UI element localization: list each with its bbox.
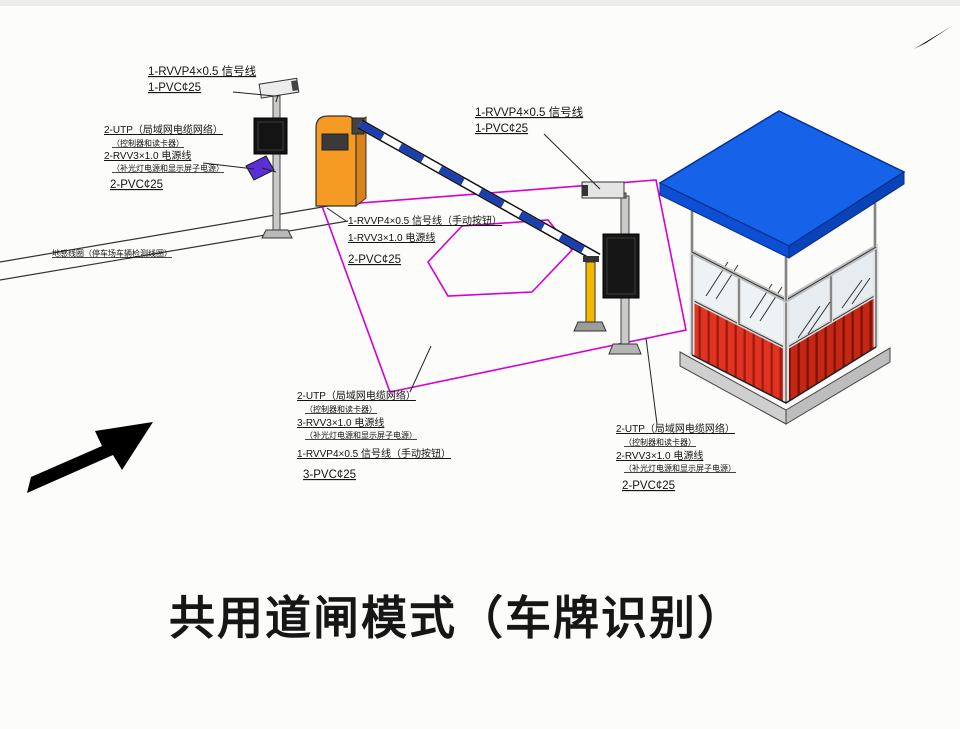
left-label-line1: 2-UTP（局域网电缆网络） — [104, 123, 223, 136]
booth-base — [679, 347, 891, 425]
label-left-cables: 2-UTP（局域网电缆网络） （控制器和读卡器） 2-RVV3×1.0 电源线 … — [104, 123, 224, 191]
cam1-label-line1: 1-RVVP4×0.5 信号线 — [148, 64, 257, 78]
left-label-line3: 2-RVV3×1.0 电源线 — [104, 149, 191, 162]
arm-rest-cap — [583, 256, 599, 262]
leader-lines — [202, 91, 658, 425]
booth-frame — [689, 203, 879, 404]
guard-booth — [658, 110, 906, 425]
leader-cam1 — [232, 91, 275, 97]
label-bottom-mid-cables: 2-UTP（局域网电缆网络） （控制器和读卡器） 3-RVV3×1.0 电源线 … — [297, 389, 451, 481]
road-line-upper — [0, 203, 341, 263]
bright-label-line1: 2-UTP（局域网电缆网络） — [616, 422, 735, 435]
mid-label-line3: 2-PVC¢25 — [348, 254, 401, 266]
booth-base-front-right — [785, 347, 891, 425]
label-bottom-right-cables: 2-UTP（局域网电缆网络） （控制器和读卡器） 2-RVV3×1.0 电源线 … — [616, 422, 736, 492]
direction-arrows — [27, 26, 952, 493]
led-display-2-inner — [606, 237, 636, 295]
label-camera2-cables: 1-RVVP4×0.5 信号线 1-PVC¢25 — [475, 105, 584, 135]
bmid-label-line4: （补光灯电源和显示屏子电源） — [305, 430, 417, 440]
bmid-label-line1: 2-UTP（局域网电缆网络） — [297, 389, 416, 402]
led-display-1-inner — [257, 121, 284, 151]
label-mid-cables: 1-RVVP4×0.5 信号线（手动按钮） 1-RVV3×1.0 电源线 2-P… — [348, 214, 502, 266]
flood-light-bracket — [261, 167, 277, 173]
camera-1-lens — [291, 80, 299, 92]
bmid-label-line6: 3-PVC¢25 — [303, 469, 356, 481]
bright-label-line4: （补光灯电源和显示屏子电源） — [624, 463, 736, 473]
cam2-label-line2: 1-PVC¢25 — [475, 123, 528, 135]
cam2-label-line1: 1-RVVP4×0.5 信号线 — [475, 105, 584, 119]
camera-2-lens — [582, 185, 588, 196]
left-label-line5: 2-PVC¢25 — [110, 179, 163, 191]
arm-support-base — [573, 321, 607, 332]
flood-light-icon — [245, 155, 275, 181]
frame-bottom-beams — [691, 346, 877, 404]
leader-bottom-right — [645, 337, 658, 425]
direction-arrow-large — [27, 422, 153, 493]
cabinet-front-face — [315, 115, 357, 207]
barrier-arm-body — [358, 120, 600, 262]
camera-pole-2-base — [608, 343, 642, 355]
mid-label-line2: 1-RVV3×1.0 电源线 — [348, 231, 435, 244]
camera-1-mount — [275, 94, 279, 103]
ground-loop-note: 地感线圈（停车场车辆检测线圈） — [52, 248, 172, 258]
leader-bottom-mid — [409, 345, 432, 393]
leader-left-block — [202, 162, 255, 170]
barrier-gate — [315, 115, 607, 332]
direction-arrow-small — [914, 26, 952, 49]
cabinet-control-panel — [321, 133, 349, 151]
leader-cam2 — [543, 133, 601, 190]
lpr-camera-2 — [581, 181, 625, 199]
camera-pole-left — [245, 77, 300, 239]
left-label-line2: （控制器和读卡器） — [112, 138, 184, 148]
diagram-title: 共用道闸模式（车牌识别） — [169, 592, 745, 644]
road-lines — [0, 203, 349, 281]
detection-area — [320, 179, 687, 393]
detection-zone-outline — [320, 179, 687, 393]
bmid-label-line3: 3-RVV3×1.0 电源线 — [297, 416, 384, 429]
booth-roof — [658, 110, 906, 259]
road-line-lower — [0, 220, 349, 281]
left-label-line4: （补光灯电源和显示屏子电源） — [112, 163, 224, 173]
led-display-1 — [253, 117, 288, 155]
bmid-label-line5: 1-RVVP4×0.5 信号线（手动按钮） — [297, 447, 451, 460]
roof-edge-right — [788, 171, 905, 259]
bright-label-line2: （控制器和读卡器） — [624, 437, 696, 447]
label-camera1-cables: 1-RVVP4×0.5 信号线 1-PVC¢25 — [148, 64, 257, 94]
arm-support-pole — [585, 261, 596, 323]
ground-loop-coil — [427, 219, 574, 297]
lpr-camera-1 — [258, 77, 300, 99]
photo-edge — [0, 0, 960, 6]
cable-labels: 1-RVVP4×0.5 信号线 1-PVC¢25 2-UTP（局域网电缆网络） … — [52, 64, 736, 492]
cam1-label-line2: 1-PVC¢25 — [148, 82, 201, 94]
bright-label-line3: 2-RVV3×1.0 电源线 — [616, 449, 703, 462]
camera-pole-right — [581, 181, 642, 355]
led-display-2 — [602, 233, 640, 299]
camera-pole-1-base — [261, 229, 293, 239]
camera-pole-1 — [272, 95, 281, 235]
mid-label-line1: 1-RVVP4×0.5 信号线（手动按钮） — [348, 214, 502, 227]
roof-top-face — [658, 110, 906, 247]
bmid-label-line2: （控制器和读卡器） — [305, 404, 377, 414]
bright-label-line5: 2-PVC¢25 — [622, 480, 675, 492]
leader-mid-block — [326, 207, 347, 222]
